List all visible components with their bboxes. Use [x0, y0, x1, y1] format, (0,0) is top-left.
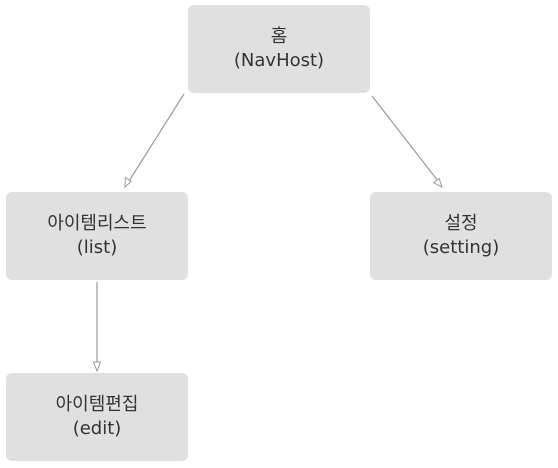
node-setting: 설정 (setting) [370, 192, 552, 280]
node-setting-sublabel: (setting) [422, 237, 500, 258]
edge-line [371, 95, 439, 182]
edge-home-to-list [124, 93, 185, 189]
arrow-head-icon [124, 176, 133, 189]
node-item-list: 아이템리스트 (list) [6, 192, 188, 280]
arrow-head-icon [432, 177, 443, 188]
node-item-edit-label: 아이템편집 [55, 394, 139, 415]
node-home: 홈 (NavHost) [188, 5, 370, 93]
arrow-head-icon [92, 361, 102, 373]
edge-home-to-setting [371, 95, 443, 188]
edge-line [128, 93, 185, 182]
node-item-edit: 아이템편집 (edit) [6, 373, 188, 461]
node-home-label: 홈 [270, 26, 288, 47]
node-home-sublabel: (NavHost) [233, 50, 325, 71]
node-item-edit-sublabel: (edit) [72, 418, 122, 439]
node-setting-label: 설정 [444, 213, 478, 234]
edge-list-to-edit [92, 282, 102, 373]
node-item-list-sublabel: (list) [76, 237, 118, 258]
node-item-list-label: 아이템리스트 [47, 213, 147, 234]
